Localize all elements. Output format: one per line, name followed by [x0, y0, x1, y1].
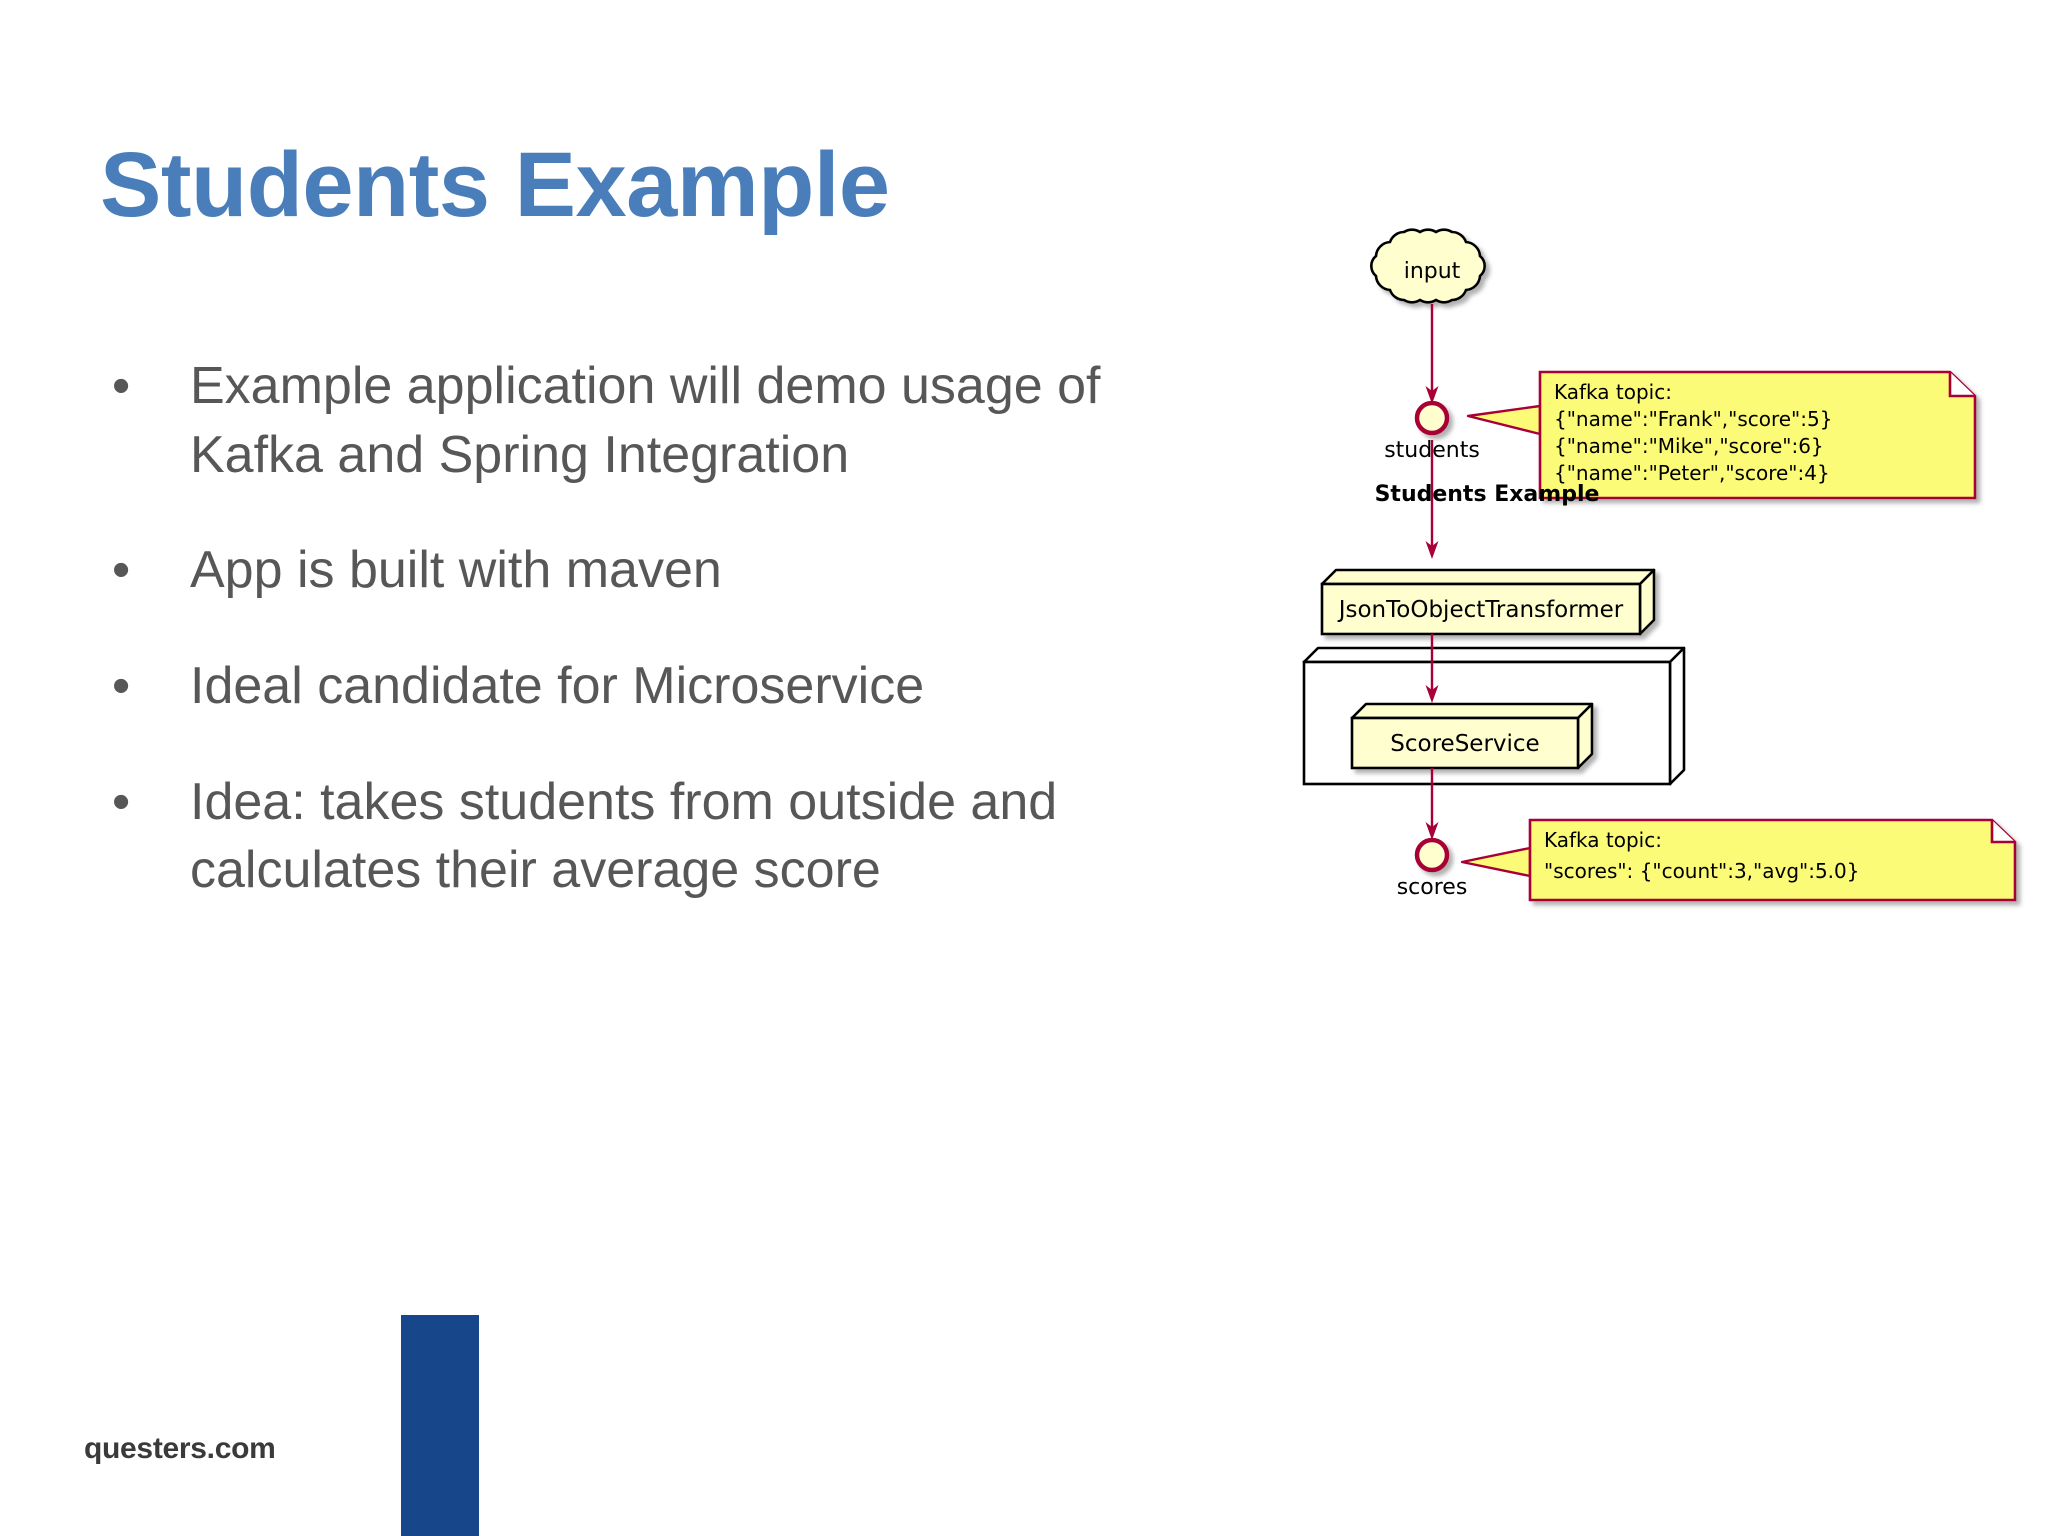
list-item: • Ideal candidate for Microservice	[100, 652, 1240, 721]
footer-accent-bar	[401, 1315, 479, 1536]
note-students-kafka-topic: Kafka topic: {"name":"Frank","score":5} …	[1466, 370, 1977, 500]
note-line: "scores": {"count":3,"avg":5.0}	[1544, 859, 1859, 883]
interface-node-scores	[1414, 837, 1450, 873]
list-item-label: Idea: takes students from outside and ca…	[190, 772, 1058, 900]
interface-node-students	[1414, 400, 1450, 436]
bullet-marker-icon: •	[112, 357, 131, 415]
page-title: Students Example	[100, 134, 890, 236]
bullet-marker-icon: •	[112, 541, 131, 600]
note-line: {"name":"Frank","score":5}	[1554, 407, 1832, 431]
note-scores-kafka-topic: Kafka topic: "scores": {"count":3,"avg":…	[1460, 818, 2017, 902]
note-line: {"name":"Peter","score":4}	[1554, 461, 1830, 485]
flow-arrow-scoreservice-scores	[1425, 768, 1439, 840]
list-item-label: App is built with maven	[190, 541, 722, 600]
bullet-list: • Example application will demo usage of…	[100, 352, 1240, 952]
component-diagram: input students Kafka topic: {"name	[1240, 210, 2030, 930]
flow-arrow-students-transformer	[1425, 440, 1439, 559]
list-item-label: Example application will demo usage of K…	[190, 357, 1101, 484]
list-item: • Example application will demo usage of…	[100, 352, 1240, 489]
list-item: • App is built with maven	[100, 536, 1240, 605]
component-label: ScoreService	[1390, 731, 1539, 757]
cloud-node-input	[1370, 228, 1486, 304]
component-label: JsonToObjectTransformer	[1337, 597, 1624, 623]
component-node-jsontoobjecttransformer	[1320, 568, 1656, 636]
flow-arrow-input-students	[1425, 304, 1439, 404]
list-item-label: Ideal candidate for Microservice	[190, 656, 925, 715]
brand-logo: Questers	[1560, 1310, 1980, 1520]
interface-label-scores: scores	[1397, 875, 1468, 900]
footer-url: questers.com	[84, 1432, 276, 1465]
component-node-scoreservice	[1350, 702, 1594, 770]
bullet-marker-icon: •	[112, 656, 131, 715]
list-item: • Idea: takes students from outside and …	[100, 768, 1240, 905]
note-line: Kafka topic:	[1544, 828, 1662, 852]
flow-arrow-transformer-scoreservice	[1425, 634, 1439, 703]
bullet-marker-icon: •	[112, 772, 131, 831]
container-label: Students Example	[1375, 482, 1600, 507]
note-line: {"name":"Mike","score":6}	[1554, 434, 1824, 458]
note-line: Kafka topic:	[1554, 380, 1672, 404]
cloud-label-input: input	[1404, 259, 1461, 284]
